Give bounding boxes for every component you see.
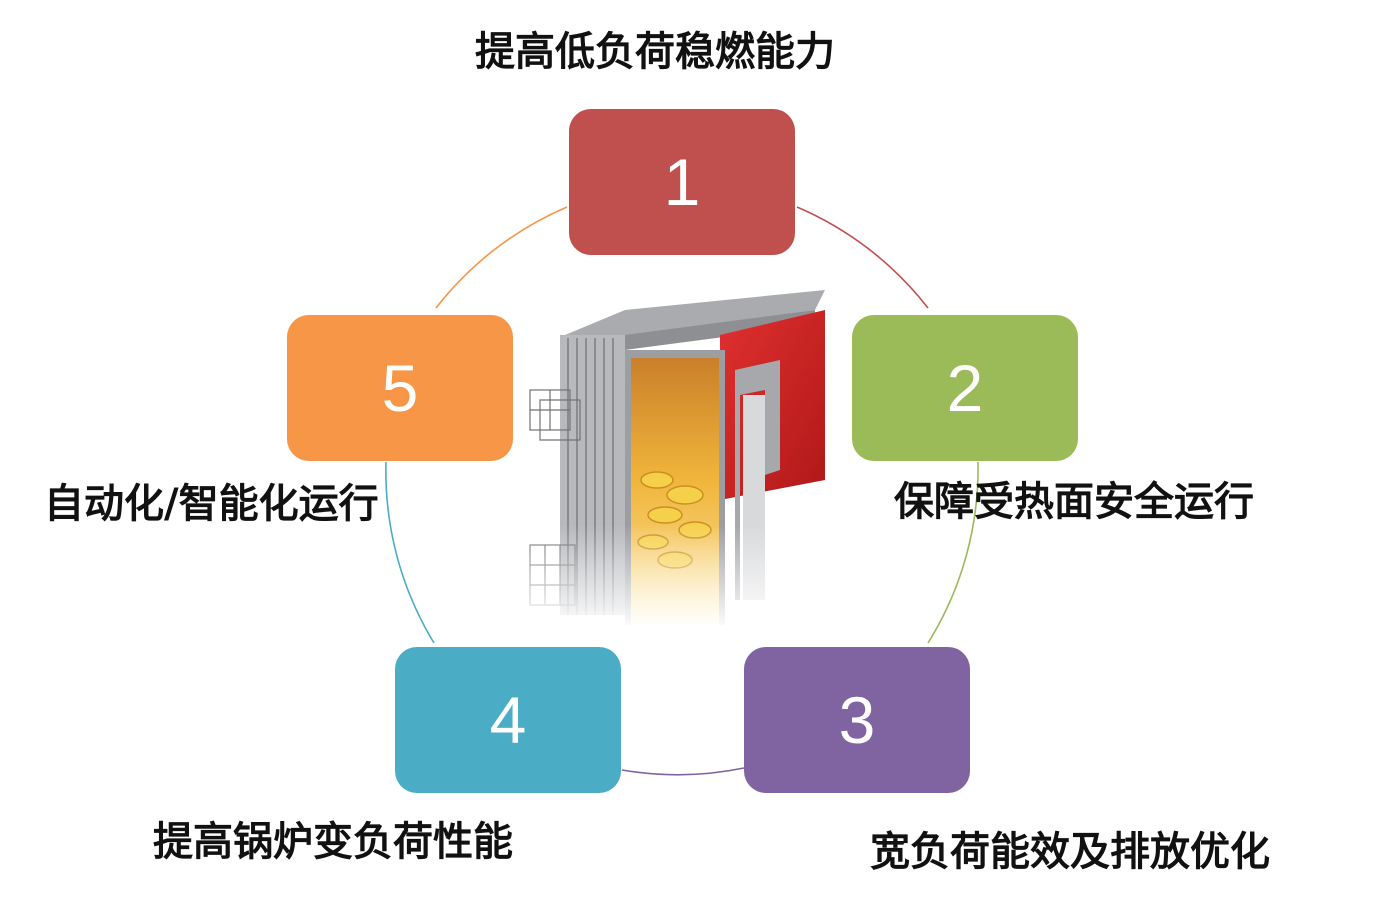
step-label-5: 自动化/智能化运行 [44, 481, 379, 527]
step-number-4: 4 [489, 683, 527, 757]
arc-4-5 [385, 461, 435, 644]
step-label-2: 保障受热面安全运行 [894, 479, 1254, 525]
arc-1-2 [796, 206, 929, 309]
arc-3-4 [621, 767, 745, 776]
step-node-1: 1 [569, 109, 795, 255]
step-number-5: 5 [381, 351, 419, 425]
step-label-1: 提高低负荷稳燃能力 [475, 29, 835, 75]
step-node-3: 3 [744, 647, 970, 793]
step-number-3: 3 [838, 683, 876, 757]
step-number-2: 2 [946, 351, 984, 425]
step-node-2: 2 [852, 315, 1078, 461]
arc-2-3 [927, 461, 979, 644]
step-label-4: 提高锅炉变负荷性能 [153, 819, 513, 865]
boiler-illustration [525, 280, 830, 630]
step-number-1: 1 [663, 145, 701, 219]
step-node-5: 5 [287, 315, 513, 461]
step-label-3: 宽负荷能效及排放优化 [870, 829, 1270, 875]
arc-5-1 [435, 206, 568, 309]
step-node-4: 4 [395, 647, 621, 793]
